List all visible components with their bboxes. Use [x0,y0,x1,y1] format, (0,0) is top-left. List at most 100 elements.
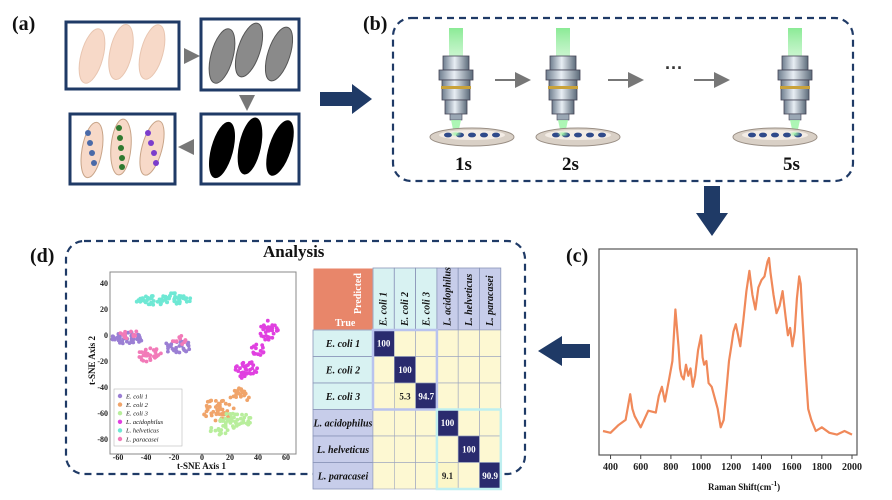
tsne-point [141,358,146,363]
panel-c-label: (c) [566,245,588,267]
tsne-point [186,343,191,348]
tsne-point [177,344,182,348]
tsne-point [137,340,141,344]
raman-tick-label: 600 [633,462,648,473]
tsne-point [159,301,163,306]
cm-cell [457,409,480,437]
raman-tick-label: 1000 [691,462,711,473]
tsne-point [143,347,148,352]
raman-tick-label: 800 [663,462,678,473]
tsne-point [209,398,214,403]
tsne-point [139,355,143,360]
tsne-point [187,347,192,352]
tsne-x-axis-label: t-SNE Axis 1 [177,461,227,471]
tsne-point [227,402,232,407]
cm-corner-predicted: Predicted [353,273,364,314]
tsne-point [249,345,254,350]
cm-cell-value: 100 [462,444,476,454]
tsne-y-tick: -80 [97,435,108,444]
cm-row-header: E. coli 1 [325,339,360,350]
tsne-point [172,339,177,344]
tsne-x-tick: -40 [141,453,152,462]
cm-row-header-cell [312,435,374,463]
tsne-point [209,413,214,418]
tsne-point [246,419,251,423]
tsne-point [176,296,181,301]
cm-cell [457,356,480,384]
cm-cell [415,329,438,357]
cm-cell [457,329,480,357]
tsne-point [163,297,168,302]
tsne-point [240,361,245,366]
tsne-point [270,323,275,328]
tsne-point [244,412,249,417]
arrow-c-to-d [538,336,590,366]
tsne-point [238,416,243,421]
tsne-point [218,405,222,410]
cm-cell [393,329,416,357]
tsne-point [225,409,230,413]
tsne-point [276,328,280,333]
cm-cell-value: 90.9 [482,471,498,481]
cm-row-header: L. acidophilus [313,418,373,429]
legend-marker [117,393,123,399]
tsne-point [183,338,188,343]
tsne-point [220,407,225,412]
raman-tick-label: 1400 [751,462,771,473]
tsne-point [252,352,256,356]
tsne-point [221,424,226,428]
tsne-point [126,330,130,335]
tsne-point [209,426,214,430]
tsne-point [263,330,268,334]
tsne-point [144,294,148,299]
cell-image-sampled [68,112,177,186]
tsne-y-tick: -60 [97,409,108,418]
tsne-point [177,299,181,304]
legend-entry: E. coli 2 [125,402,149,409]
legend-marker [117,428,123,433]
tsne-point [248,416,253,420]
tsne-point [242,393,247,398]
cm-row-header-cell [312,382,374,410]
raman-x-axis-label: Raman Shift(cm-1) [708,480,780,492]
cm-cell [415,435,438,463]
cm-row-header: E. coli 3 [325,392,360,403]
cm-corner-true: True [335,318,356,329]
tsne-point [144,359,149,364]
cm-cell [372,435,395,463]
cm-column-header: L. helveticus [464,274,475,327]
panel-b-label: (b) [363,13,387,35]
tsne-point [120,339,125,344]
cm-cell-value: 9.1 [442,471,454,481]
tsne-point [208,429,213,434]
tsne-point [216,427,221,431]
objective-2s [535,28,621,147]
tsne-point [145,298,149,303]
tsne-point [239,421,244,425]
cm-cell [415,356,438,384]
tsne-point [237,386,241,391]
raman-tick-label: 1200 [721,462,741,473]
tsne-point [261,350,266,355]
raman-tick-label: 1600 [782,462,802,473]
tsne-x-tick: 60 [282,453,290,462]
cm-corner [312,267,374,331]
tsne-point [263,337,268,342]
legend-entry: L. acidophilus [125,419,164,426]
tsne-point [215,407,220,412]
tsne-point [183,297,188,302]
objective-5s [732,28,818,147]
time-label-2: 2s [562,154,579,175]
tsne-point [177,335,182,340]
tsne-point [223,431,228,436]
tsne-point [255,366,259,371]
tsne-point [122,335,127,340]
legend-entry: E. coli 3 [125,411,149,418]
tsne-point [219,399,224,404]
tsne-point [154,348,158,352]
tsne-point [134,329,139,334]
tsne-x-tick: 20 [226,453,234,462]
tsne-points [110,291,280,437]
cm-row-header: L. helveticus [316,445,369,456]
tsne-point [254,370,259,374]
